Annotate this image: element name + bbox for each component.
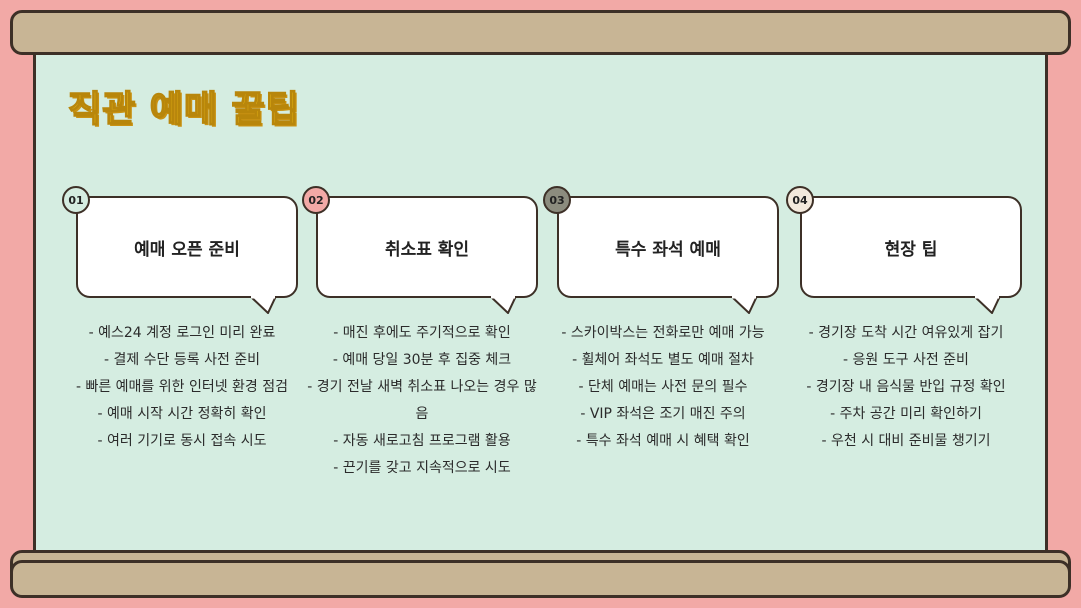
list-item: - 매진 후에도 주기적으로 확인	[333, 325, 511, 341]
speech-bubble: 현장 팁	[800, 196, 1022, 298]
tip-list: - 경기장 도착 시간 여유있게 잡기 - 응원 도구 사전 준비 - 경기장 …	[786, 320, 1026, 455]
list-item: - 특수 좌석 예매 시 혜택 확인	[576, 433, 750, 449]
list-item: - VIP 좌석은 조기 매진 주의	[580, 406, 746, 422]
list-item: - 결제 수단 등록 사전 준비	[103, 352, 261, 368]
list-item: - 경기장 내 음식물 반입 규정 확인	[806, 379, 1006, 395]
card-heading: 특수 좌석 예매	[615, 239, 721, 260]
scroll-top-bar	[10, 10, 1071, 55]
scroll-paper	[33, 48, 1048, 558]
scroll-bottom-bar	[10, 560, 1071, 598]
speech-bubble: 특수 좌석 예매	[557, 196, 779, 298]
card-heading: 취소표 확인	[384, 239, 470, 260]
number-badge: 03	[543, 186, 571, 214]
list-item: - 예매 당일 30분 후 집중 체크	[332, 352, 512, 368]
tip-list: - 예스24 계정 로그인 미리 완료 - 결제 수단 등록 사전 준비 - 빠…	[62, 320, 302, 455]
list-item: - 예매 시작 시간 정확히 확인	[97, 406, 267, 422]
speech-bubble-tail	[488, 296, 518, 314]
tip-list: - 매진 후에도 주기적으로 확인 - 예매 당일 30분 후 집중 체크 - …	[302, 320, 542, 482]
list-item: - 여러 기기로 동시 접속 시도	[97, 433, 267, 449]
list-item: - 휠체어 좌석도 별도 예매 절차	[572, 352, 754, 368]
list-item: - 끈기를 갖고 지속적으로 시도	[333, 460, 511, 476]
number-badge: 01	[62, 186, 90, 214]
speech-bubble: 예매 오픈 준비	[76, 196, 298, 298]
list-item: - 예스24 계정 로그인 미리 완료	[88, 325, 276, 341]
card-heading: 현장 팁	[884, 239, 938, 260]
speech-bubble-tail	[248, 296, 278, 314]
tip-list: - 스카이박스는 전화로만 예매 가능 - 휠체어 좌석도 별도 예매 절차 -…	[543, 320, 783, 455]
list-item: - 주차 공간 미리 확인하기	[830, 406, 982, 422]
list-item: - 경기 전날 새벽 취소표 나오는 경우 많음	[307, 379, 537, 422]
list-item: - 스카이박스는 전화로만 예매 가능	[561, 325, 765, 341]
number-badge: 04	[786, 186, 814, 214]
number-badge: 02	[302, 186, 330, 214]
list-item: - 단체 예매는 사전 문의 필수	[578, 379, 748, 395]
speech-bubble-tail	[972, 296, 1002, 314]
list-item: - 빠른 예매를 위한 인터넷 환경 점검	[75, 379, 289, 395]
speech-bubble-tail	[729, 296, 759, 314]
list-item: - 경기장 도착 시간 여유있게 잡기	[808, 325, 1004, 341]
speech-bubble: 취소표 확인	[316, 196, 538, 298]
card-heading: 예매 오픈 준비	[134, 239, 240, 260]
list-item: - 응원 도구 사전 준비	[843, 352, 969, 368]
list-item: - 자동 새로고침 프로그램 활용	[333, 433, 511, 449]
list-item: - 우천 시 대비 준비물 챙기기	[821, 433, 991, 449]
page-title: 직관 예매 꿀팁	[67, 88, 300, 131]
